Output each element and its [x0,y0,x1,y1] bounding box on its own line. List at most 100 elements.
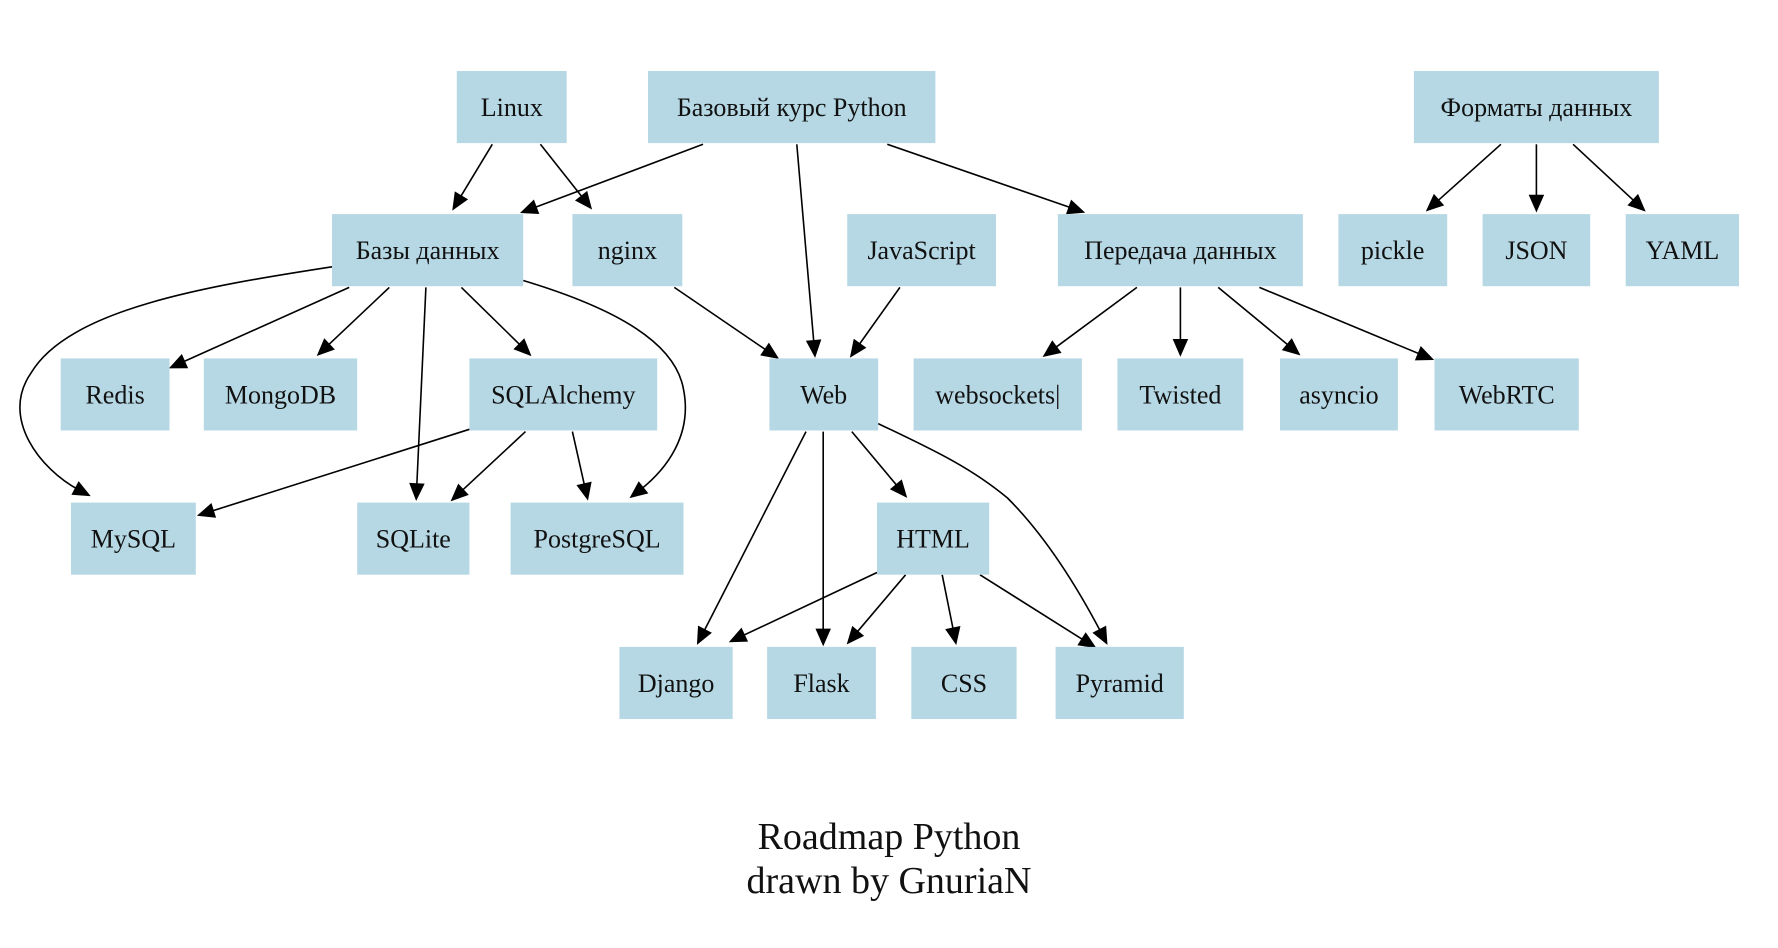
node-nginx: nginx [572,214,683,287]
node-linux: Linux [456,71,567,144]
caption-author: drawn by GnuriaN [747,860,1032,902]
edge-web-to-flask [815,431,831,647]
arrowhead [1281,338,1301,356]
node-label: Web [800,380,847,409]
node-box [456,71,567,144]
node-sqlalchemy: SQLAlchemy [469,358,658,431]
node-pyramid: Pyramid [1055,646,1184,719]
node-websockets: websockets| [913,358,1082,431]
node-label: JavaScript [867,236,976,265]
edge-formats-to-json [1528,144,1545,213]
arrowhead [409,482,425,501]
arrowhead [846,625,865,645]
node-label: Базы данных [356,236,500,265]
edge-web-to-pyramid [877,422,1108,645]
node-box [1055,646,1184,719]
node-box [510,502,684,575]
arrowhead [576,481,592,501]
node-label: nginx [598,236,657,265]
node-label: Redis [85,380,144,409]
edge-transfer-to-websockets [1042,286,1138,358]
node-mongodb: MongoDB [203,358,358,431]
edge-sqlalchemy-to-sqlite [450,431,527,502]
arrowhead [760,342,780,360]
node-box [332,214,524,287]
arrowhead [805,339,822,358]
node-asyncio: asyncio [1280,358,1398,431]
edge-html-to-pyramid [979,574,1097,649]
edge-html-to-django [728,571,878,643]
node-db: Базы данных [332,214,524,287]
node-box [1280,358,1398,431]
edge-sqlalchemy-to-postgresql [571,431,592,501]
edge-html-to-css [941,574,961,646]
arrowhead [849,338,867,358]
node-box [1434,358,1579,431]
arrowhead [71,481,91,497]
arrowhead [452,191,469,211]
node-label: Базовый курс Python [677,93,907,122]
node-box [1117,358,1244,431]
arrowhead [196,503,217,518]
arrowhead [1172,339,1189,357]
arrowhead [513,338,532,357]
node-label: PostgreSQL [534,525,661,554]
node-html: HTML [877,502,990,575]
node-label: WebRTC [1459,380,1555,409]
node-sqlite: SQLite [357,502,470,575]
edge-transfer-to-webrtc [1259,286,1435,361]
node-flask: Flask [767,646,876,719]
node-label: CSS [941,669,987,698]
node-box [877,502,990,575]
edge-web-to-html [851,431,908,498]
arrowhead [696,625,712,645]
node-css: CSS [911,646,1017,719]
node-yaml: YAML [1625,214,1739,287]
node-twisted: Twisted [1117,358,1244,431]
edge-formats-to-yaml [1572,143,1646,212]
arrowhead [1077,632,1097,649]
arrowhead [629,481,649,499]
edge-db-to-sqlalchemy [460,286,532,357]
arrowhead [1065,199,1086,215]
node-box [203,358,358,431]
arrowhead [1627,193,1646,212]
edge-base-to-transfer [887,143,1086,215]
edge-transfer-to-twisted [1172,287,1189,357]
edge-db-to-postgresql [522,279,687,499]
node-web: Web [769,358,879,431]
node-label: Форматы данных [1441,93,1633,122]
node-json: JSON [1482,214,1591,287]
node-label: SQLite [376,525,451,554]
node-label: HTML [896,525,970,554]
edge-base-to-web [796,144,822,358]
node-label: Flask [793,669,849,698]
caption-title: Roadmap Python [758,816,1021,858]
node-box [1625,214,1739,287]
arrowhead [574,190,593,210]
node-label: MySQL [91,525,176,554]
node-box [1338,214,1448,287]
node-box [1482,214,1591,287]
node-box [60,358,170,431]
arrowhead [168,353,189,369]
edge-linux-to-nginx [539,143,593,210]
arrowhead [1528,194,1545,213]
edge-db-to-sqlite [409,287,427,501]
node-js: JavaScript [847,214,996,287]
arrowhead [1414,345,1435,361]
node-box [469,358,658,431]
edge-js-to-web [849,286,901,358]
edge-sqlalchemy-to-mysql [196,428,470,518]
edge-formats-to-pickle [1425,143,1502,212]
edge-db-to-mongodb [316,286,390,357]
arrowhead [1092,625,1108,645]
node-label: pickle [1361,236,1425,265]
edges-layer [19,143,1646,649]
node-box [357,502,470,575]
node-label: Django [638,669,715,698]
node-label: asyncio [1299,380,1378,409]
node-box [648,71,936,144]
node-webrtc: WebRTC [1434,358,1579,431]
